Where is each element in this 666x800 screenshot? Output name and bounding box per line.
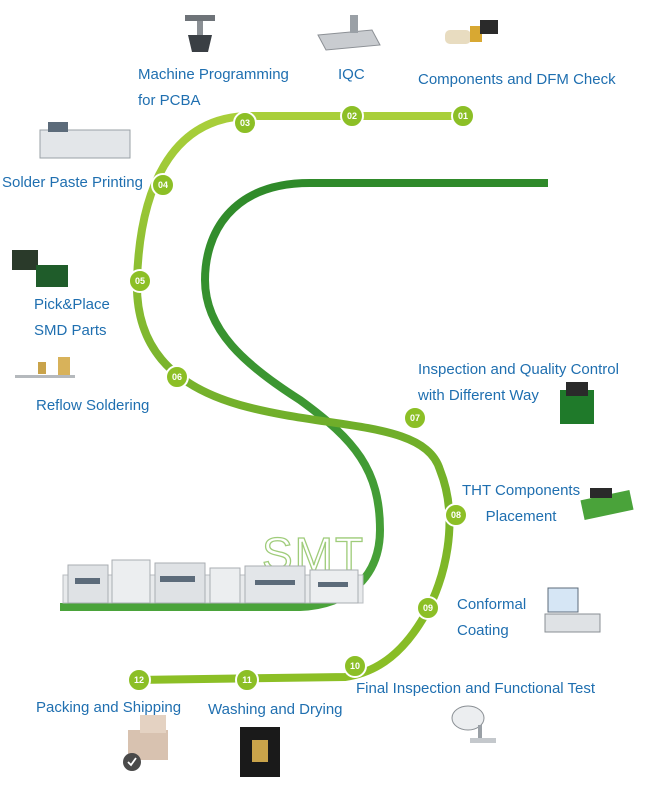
smd-parts-icon (12, 250, 68, 287)
label-step-07-line2: with Different Way (418, 387, 539, 404)
step-marker-08: 08 (444, 503, 468, 527)
label-step-11: Washing and Drying (208, 701, 343, 718)
step-marker-circle (416, 596, 440, 620)
tht-connector-icon (560, 382, 594, 424)
smt-production-line-image (62, 559, 364, 604)
step-marker-04: 04 (151, 173, 175, 197)
step-marker-number: 02 (347, 111, 357, 121)
step-marker-11: 11 (235, 668, 259, 692)
step-marker-circle (403, 406, 427, 430)
solder-paste-printer-icon (39, 122, 131, 159)
step-marker-number: 05 (135, 276, 145, 286)
magnifier-lamp-icon (451, 705, 496, 743)
components-icon (445, 20, 498, 44)
label-step-08-line1: THT Components (462, 482, 581, 499)
iqc-fixture-icon (317, 15, 381, 51)
label-step-08: THT Components Placement (462, 478, 580, 530)
step-marker-number: 12 (134, 675, 144, 685)
step-marker-09: 09 (416, 596, 440, 620)
step-marker-number: 11 (242, 675, 252, 685)
step-marker-number: 01 (458, 111, 468, 121)
step-marker-circle (451, 104, 475, 128)
label-step-05-line2: SMD Parts (34, 322, 107, 339)
step-marker-10: 10 (343, 654, 367, 678)
label-step-04: Solder Paste Printing (2, 174, 143, 191)
inner-s-path (60, 179, 548, 611)
reflow-components-icon (15, 357, 75, 378)
step-marker-01: 01 (451, 104, 475, 128)
label-step-08-line2: Placement (485, 508, 557, 525)
label-step-03-line1: Machine Programming (138, 66, 289, 83)
step-marker-circle (127, 668, 151, 692)
step-marker-number: 08 (451, 510, 461, 520)
step-marker-circle (128, 269, 152, 293)
step-marker-circle (444, 503, 468, 527)
label-step-09: Conformal Coating (457, 592, 526, 644)
label-step-03: Machine Programming for PCBA (138, 62, 289, 114)
step-marker-circle (340, 104, 364, 128)
label-step-02: IQC (338, 66, 365, 83)
step-marker-07: 07 (403, 406, 427, 430)
step-marker-12: 12 (127, 668, 151, 692)
step-marker-circle (165, 365, 189, 389)
shipping-box-icon (123, 715, 168, 771)
step-marker-number: 09 (423, 603, 433, 613)
label-step-01: Components and DFM Check (418, 71, 616, 88)
programming-machine-icon (185, 15, 215, 52)
step-marker-number: 06 (172, 372, 182, 382)
step-marker-02: 02 (340, 104, 364, 128)
pcb-icon (240, 727, 280, 777)
label-step-09-line1: Conformal (457, 596, 527, 613)
step-marker-circle (235, 668, 259, 692)
step-marker-number: 03 (240, 118, 250, 128)
label-step-03-line2: for PCBA (138, 92, 201, 109)
label-step-07-line1: Inspection and Quality Control (418, 361, 619, 378)
step-marker-circle (233, 111, 257, 135)
step-marker-number: 04 (158, 180, 168, 190)
conformal-coating-machine-icon (544, 587, 601, 633)
step-marker-05: 05 (128, 269, 152, 293)
label-step-05: Pick&Place SMD Parts (34, 292, 110, 344)
label-step-06: Reflow Soldering (36, 397, 150, 414)
step-marker-number: 10 (350, 661, 360, 671)
tht-placement-icon (580, 488, 634, 520)
label-step-10: Final Inspection and Functional Test (356, 680, 596, 697)
step-marker-circle (343, 654, 367, 678)
label-step-07: Inspection and Quality Control with Diff… (418, 357, 619, 409)
step-marker-03: 03 (233, 111, 257, 135)
step-markers: 01 02 03 04 05 06 07 08 09 10 11 12 (127, 104, 475, 692)
step-marker-circle (151, 173, 175, 197)
label-step-09-line2: Coating (457, 622, 509, 639)
step-marker-06: 06 (165, 365, 189, 389)
label-step-12: Packing and Shipping (36, 699, 182, 716)
step-marker-number: 07 (410, 413, 420, 423)
label-step-05-line1: Pick&Place (34, 296, 110, 313)
